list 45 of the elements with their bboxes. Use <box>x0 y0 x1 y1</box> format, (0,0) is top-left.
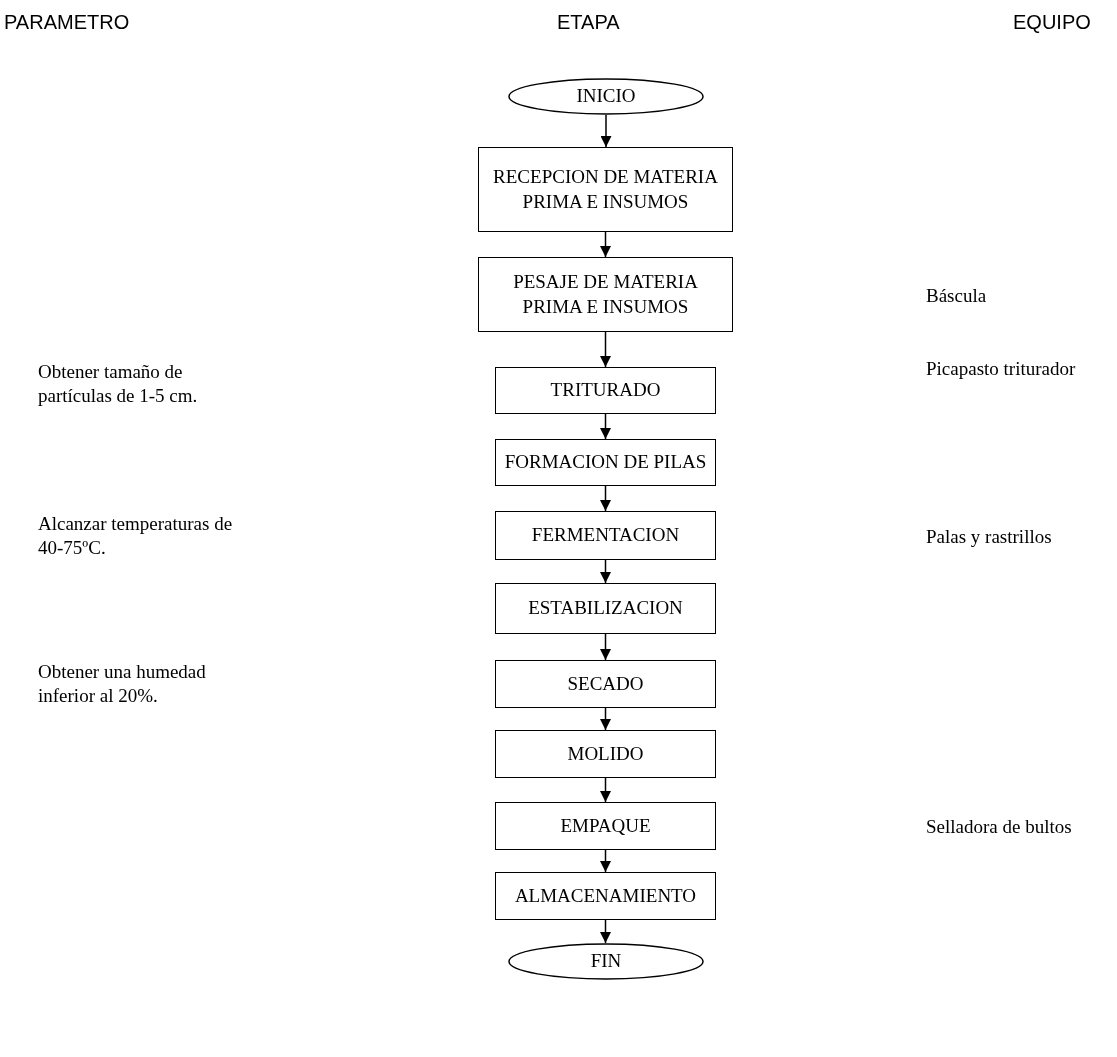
step-text: INICIO <box>576 84 636 109</box>
column-header: EQUIPO <box>1013 10 1091 35</box>
column-header: PARAMETRO <box>4 10 130 35</box>
equipment-text: Picapasto triturador <box>926 357 1076 381</box>
equipment-text: Selladora de bultos <box>926 815 1072 839</box>
arrow <box>600 114 612 148</box>
parameter-text: Alcanzar temperaturas de 40-75ºC. <box>38 512 234 560</box>
process-box <box>495 511 716 560</box>
arrow <box>600 919 611 944</box>
terminal-ellipse <box>508 943 704 980</box>
process-box <box>495 802 716 850</box>
step-text: FIN <box>590 949 622 974</box>
arrow <box>600 707 611 731</box>
arrow <box>600 559 611 584</box>
arrow <box>600 331 611 368</box>
process-box <box>495 367 716 414</box>
step-text: EMPAQUE <box>560 813 651 838</box>
arrow <box>600 633 611 661</box>
step-text: TRITURADO <box>550 378 661 403</box>
equipment-text: Palas y rastrillos <box>926 525 1052 549</box>
process-box <box>478 257 733 332</box>
arrow <box>600 413 611 440</box>
process-box <box>478 147 733 232</box>
step-text: PESAJE DE MATERIA PRIMA E INSUMOS <box>512 269 699 319</box>
parameter-text: Obtener una humedad inferior al 20%. <box>38 660 207 708</box>
terminal-ellipse <box>508 78 704 115</box>
step-text: RECEPCION DE MATERIA PRIMA E INSUMOS <box>492 164 719 214</box>
process-box <box>495 439 716 486</box>
arrow <box>600 849 611 873</box>
process-box <box>495 660 716 708</box>
process-box <box>495 872 716 920</box>
column-header: ETAPA <box>557 10 620 35</box>
step-text: FERMENTACION <box>531 523 680 548</box>
step-text: ESTABILIZACION <box>528 596 683 621</box>
step-text: MOLIDO <box>567 741 644 766</box>
parameter-text: Obtener tamaño de partículas de 1-5 cm. <box>38 360 199 408</box>
process-box <box>495 583 716 634</box>
arrow <box>600 485 611 512</box>
step-text: FORMACION DE PILAS <box>504 450 707 475</box>
arrow <box>600 231 611 258</box>
arrow <box>600 777 611 803</box>
process-box <box>495 730 716 778</box>
step-text: ALMACENAMIENTO <box>514 883 697 908</box>
step-text: SECADO <box>567 671 644 696</box>
equipment-text: Báscula <box>926 284 987 308</box>
